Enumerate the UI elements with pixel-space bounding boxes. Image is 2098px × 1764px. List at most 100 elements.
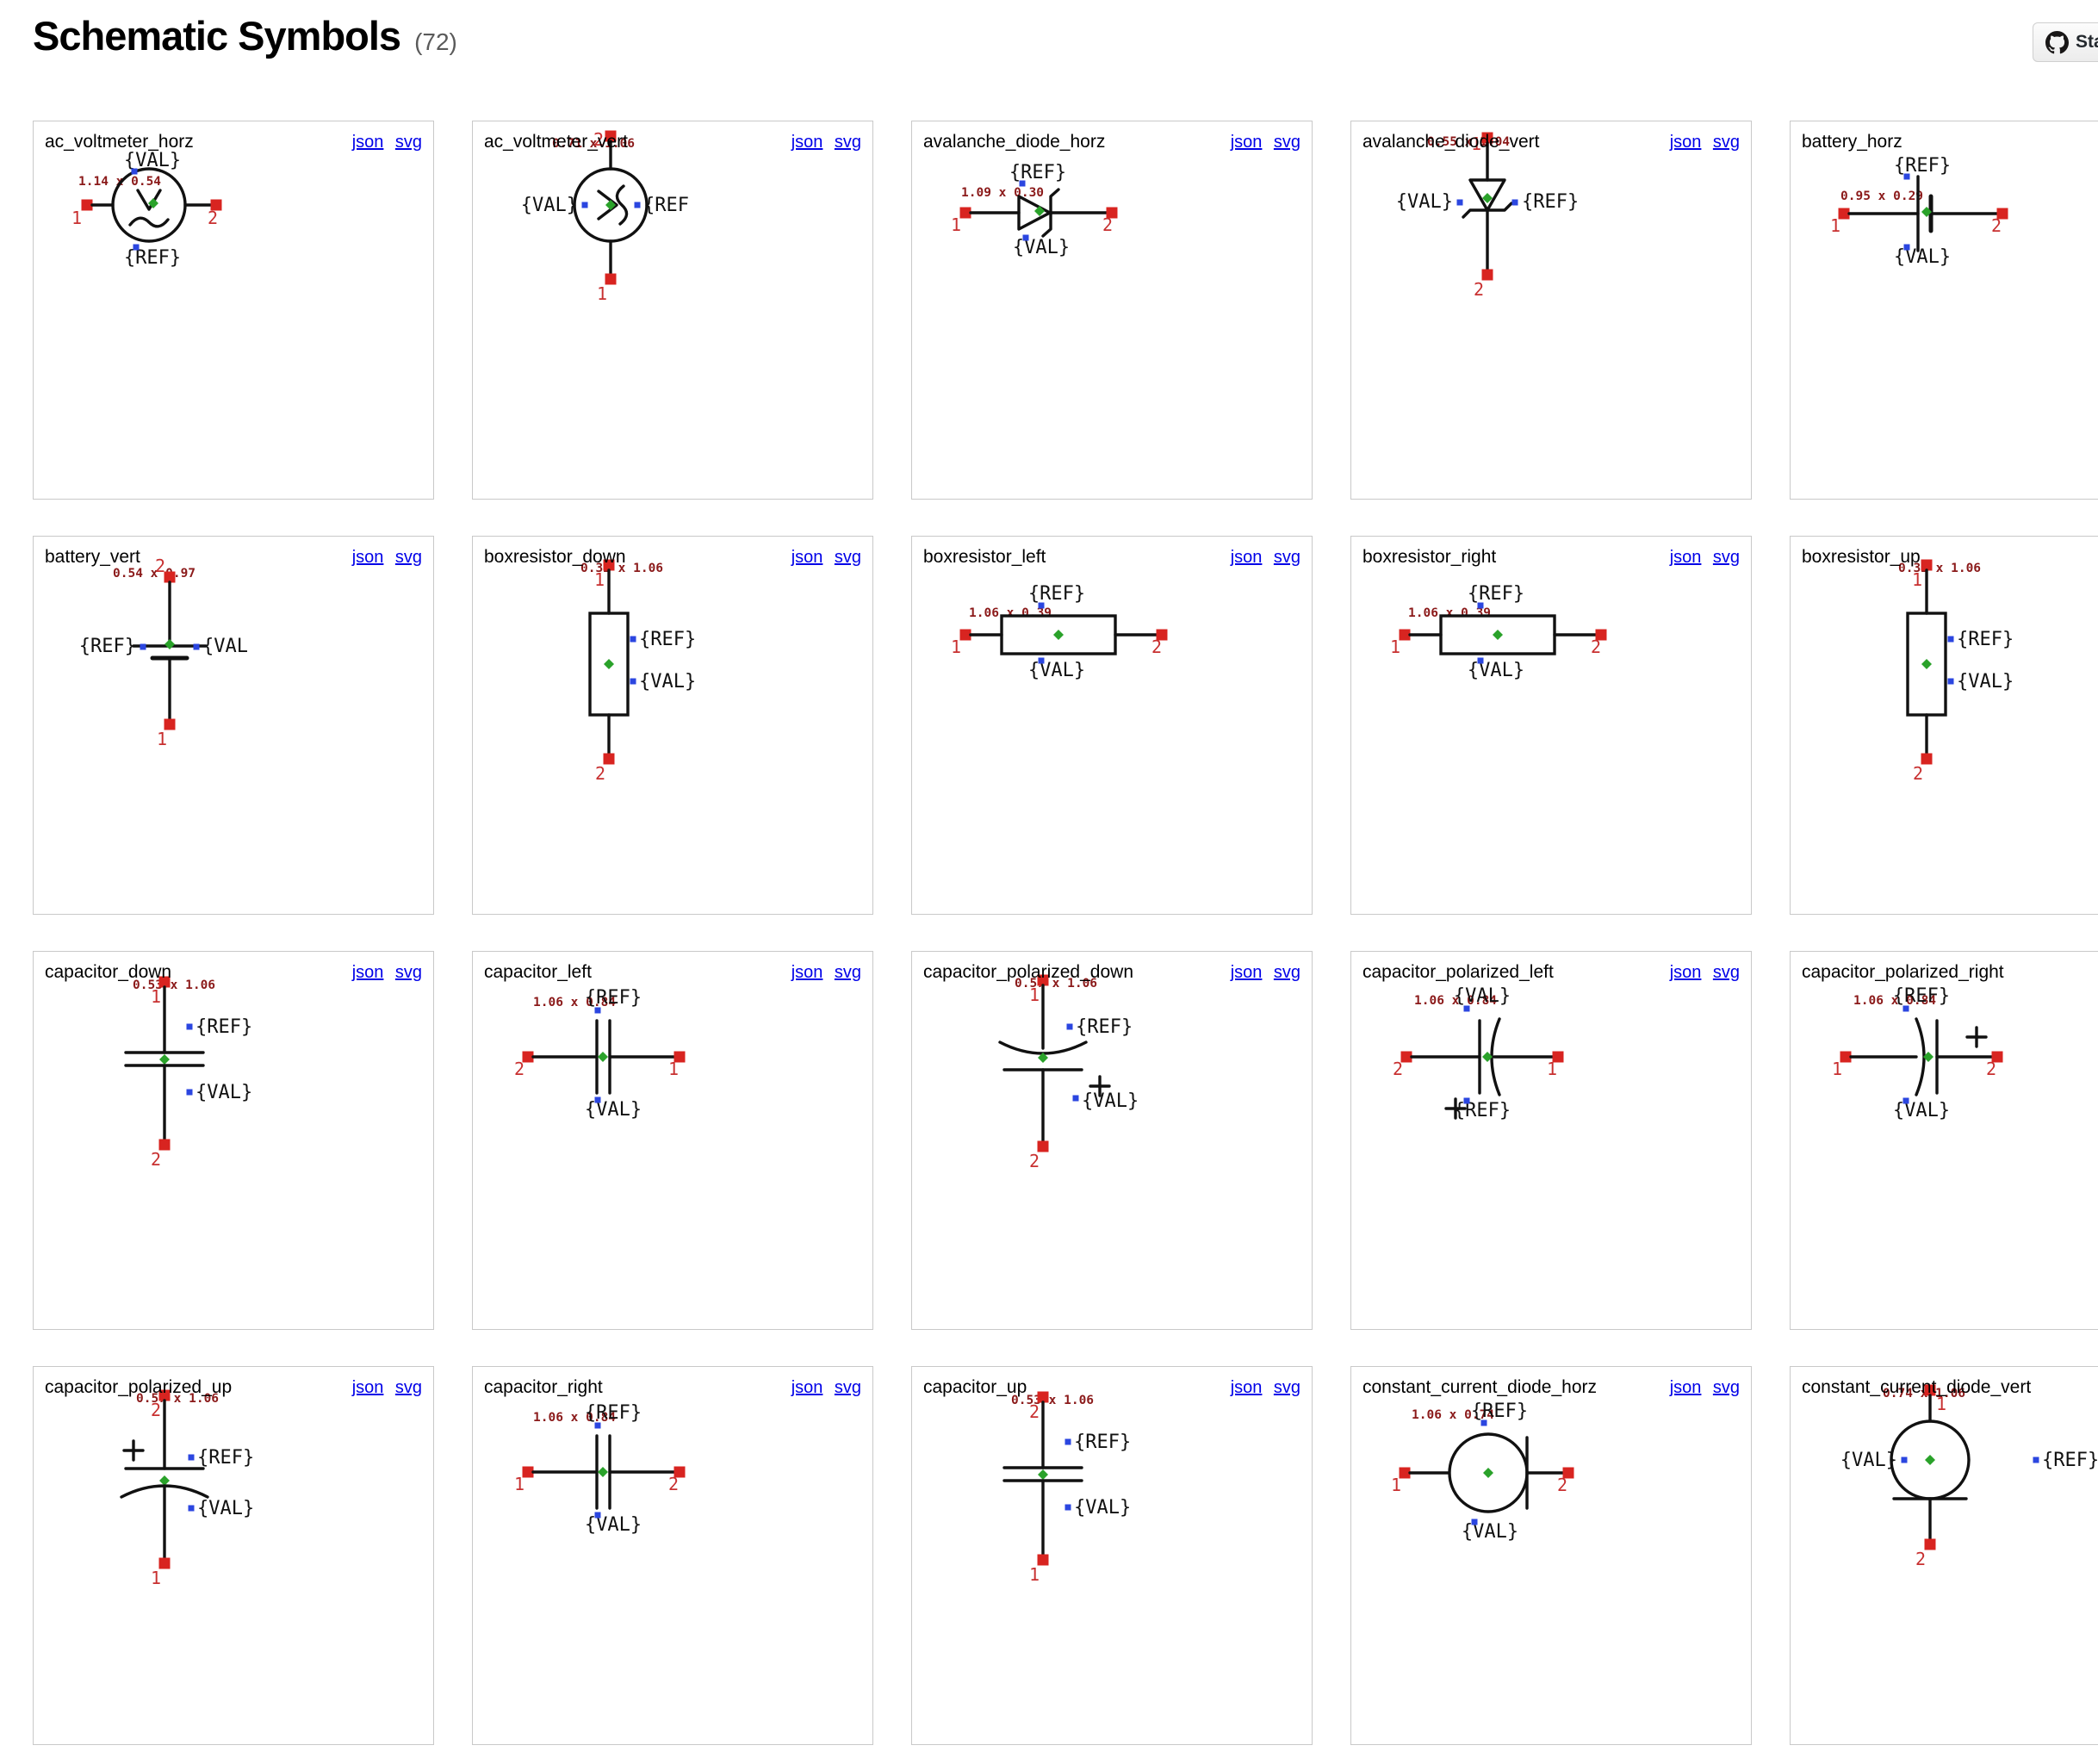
svg-link[interactable]: svg [1273,1378,1300,1397]
github-star-button[interactable]: Star [2033,22,2098,62]
symbol-card-header: avalanche_diode_horz json svg [912,121,1312,152]
page-header: Schematic Symbols (72) [33,12,457,59]
svg-text:{REF}: {REF} [585,1402,642,1424]
symbol-drawing: 0.53 x 1.062{REF}{VAL}1 [1002,1391,1131,1585]
svg-text:{REF}: {REF} [197,1447,254,1469]
svg-text:1: 1 [1029,1564,1040,1585]
symbol-card-header: capacitor_polarized_right json svg [1791,952,2098,983]
svg-link[interactable]: svg [834,963,861,982]
svg-link[interactable]: svg [394,133,422,152]
symbol-count: (72) [414,28,457,55]
json-link[interactable]: json [1230,1378,1263,1397]
svg-text:{REF}: {REF} [1894,155,1951,177]
symbol-card: capacitor_left json svg 1.06 x 0.84{REF}… [472,951,873,1330]
svg-link[interactable]: svg [834,548,861,567]
symbol-name: boxresistor_right [1362,547,1497,567]
svg-link[interactable]: svg [1712,548,1740,567]
symbol-links: json svg [784,1378,861,1398]
symbol-links: json svg [784,548,861,568]
symbol-card-header: battery_vert json svg [34,537,433,568]
symbol-card-header: battery_horz json svg [1791,121,2098,152]
json-link[interactable]: json [1669,963,1702,982]
svg-link[interactable]: svg [834,133,861,152]
json-link[interactable]: json [1230,133,1263,152]
svg-text:1: 1 [514,1474,524,1494]
svg-link[interactable]: svg [1273,133,1300,152]
symbol-card-header: boxresistor_up json svg [1791,537,2098,568]
json-link[interactable]: json [1230,548,1263,567]
svg-text:{VAL}: {VAL} [521,195,578,216]
svg-text:2: 2 [1591,637,1601,657]
svg-text:1: 1 [1830,215,1840,236]
symbol-drawing: 1.14 x 0.541{VAL}{REF}2 [71,150,222,269]
svg-text:1: 1 [1391,1475,1401,1495]
svg-text:2: 2 [208,208,218,228]
json-link[interactable]: json [1669,548,1702,567]
symbol-links: json svg [1662,133,1740,152]
symbol-card: constant_current_diode_vert json svg 0.7… [1790,1366,2098,1745]
svg-link[interactable]: svg [834,1378,861,1397]
json-link[interactable]: json [791,133,823,152]
symbol-card: boxresistor_up json svg 0.32 x 1.061{REF… [1790,536,2098,915]
json-link[interactable]: json [351,548,384,567]
svg-text:1: 1 [1029,984,1040,1005]
symbol-links: json svg [1662,1378,1740,1398]
json-link[interactable]: json [1669,1378,1702,1397]
symbol-card-header: boxresistor_left json svg [912,537,1312,568]
symbol-card-header: capacitor_polarized_up json svg [34,1367,433,1398]
json-link[interactable]: json [791,548,823,567]
svg-text:2: 2 [1986,1059,1996,1079]
svg-link[interactable]: svg [1273,548,1300,567]
symbol-name: constant_current_diode_horz [1362,1377,1598,1397]
symbol-links: json svg [784,963,861,983]
svg-text:{VAL}: {VAL} [1957,671,2014,693]
svg-text:1.06 x 0.84: 1.06 x 0.84 [1853,994,1936,1008]
symbol-card-header: boxresistor_right json svg [1351,537,1751,568]
json-link[interactable]: json [791,963,823,982]
svg-link[interactable]: svg [394,1378,422,1397]
svg-text:2: 2 [1029,1151,1040,1171]
svg-text:{VAL}: {VAL} [1082,1090,1139,1112]
symbol-drawing: 0.57 x 1.061{REF}{VAL}2 [998,974,1139,1171]
svg-text:{VAL}: {VAL} [1396,191,1453,213]
svg-text:{REF}: {REF} [79,636,136,657]
symbol-name: constant_current_diode_vert [1802,1377,2032,1397]
svg-text:2: 2 [1102,214,1113,235]
json-link[interactable]: json [351,1378,384,1397]
svg-link[interactable]: svg [1712,1378,1740,1397]
svg-text:{REF}: {REF} [1009,162,1066,183]
svg-text:{REF: {REF [643,195,689,216]
json-link[interactable]: json [1230,963,1263,982]
svg-text:{VAL}: {VAL} [1893,1100,1950,1121]
json-link[interactable]: json [351,133,384,152]
symbol-card-header: capacitor_right json svg [473,1367,872,1398]
symbol-card-header: boxresistor_down json svg [473,537,872,568]
svg-link[interactable]: svg [394,548,422,567]
svg-text:{REF}: {REF} [585,987,642,1009]
symbol-card: capacitor_polarized_down json svg 0.57 x… [911,951,1313,1330]
symbol-card: capacitor_polarized_up json svg 0.57 x 1… [33,1366,434,1745]
json-link[interactable]: json [351,963,384,982]
svg-text:{VAL}: {VAL} [1468,660,1524,681]
symbol-links: json svg [1223,133,1300,152]
svg-link[interactable]: svg [394,963,422,982]
symbol-name: battery_vert [45,547,140,567]
json-link[interactable]: json [1669,133,1702,152]
symbol-card: capacitor_polarized_right json svg 1.06 … [1790,951,2098,1330]
svg-text:2: 2 [1393,1059,1403,1079]
svg-text:2: 2 [1029,1401,1040,1422]
svg-link[interactable]: svg [1712,963,1740,982]
svg-link[interactable]: svg [1712,133,1740,152]
json-link[interactable]: json [791,1378,823,1397]
symbol-name: battery_horz [1802,132,1902,152]
symbol-name: boxresistor_left [923,547,1046,567]
svg-link[interactable]: svg [1273,963,1300,982]
